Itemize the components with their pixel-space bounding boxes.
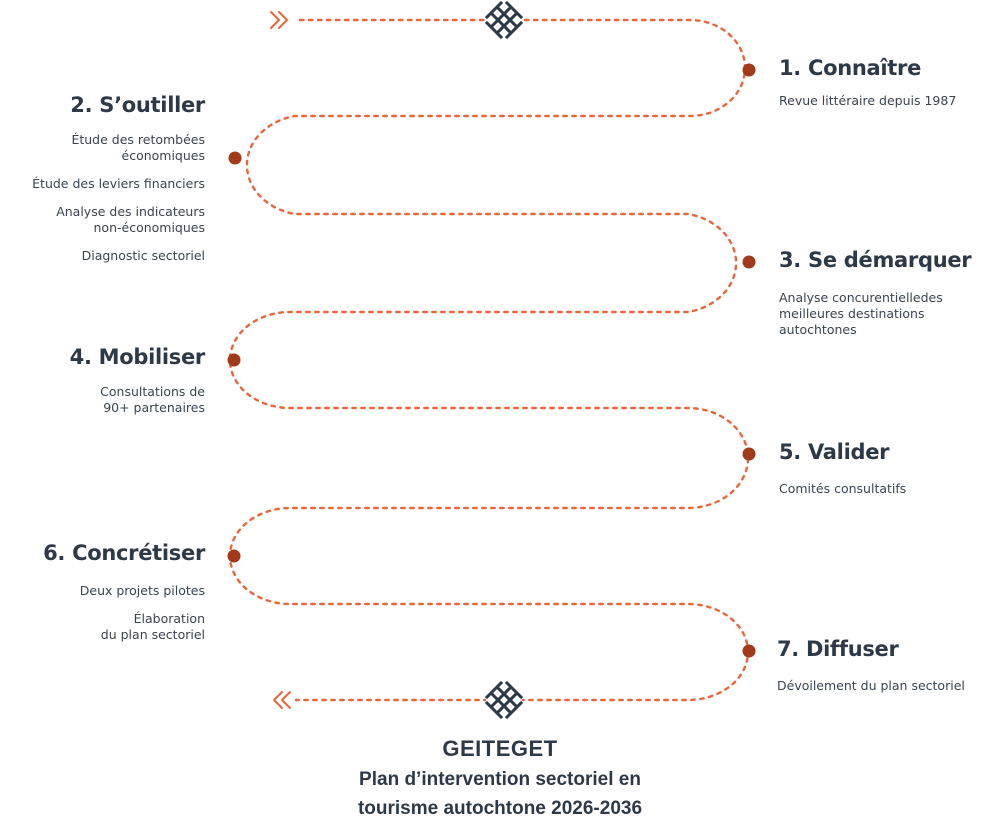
step-4-title: 4. Mobiliser <box>69 345 206 369</box>
subtitle-tail: tourisme autochtone <box>357 798 546 819</box>
double-chevron-right-icon <box>270 11 288 29</box>
lattice-diamond-icon <box>484 0 524 40</box>
step-7-title: 7. Diffuser <box>777 637 899 661</box>
step-2-item: Analyse des indicateurs non-économiques <box>56 204 205 235</box>
step-6-description: Deux projets pilotes Élaboration du plan… <box>80 583 205 655</box>
plan-subtitle: Plan d’intervention sectoriel en tourism… <box>300 765 700 823</box>
step-6-item: Élaboration du plan sectoriel <box>100 611 205 642</box>
step-5-item: Comités consultatifs <box>779 481 907 496</box>
plan-years: 2026-2036 <box>551 798 643 819</box>
step-1-description: Revue littéraire depuis 1987 <box>779 93 956 121</box>
step-2-item: Étude des leviers financiers <box>32 176 205 191</box>
step-6-title: 6. Concrétiser <box>43 541 205 565</box>
step-5-dot <box>742 447 756 461</box>
step-2-item: Étude des retombées économiques <box>71 132 205 163</box>
step-5-title: 5. Valider <box>779 440 890 464</box>
step-2-dot <box>228 151 242 165</box>
step-3-title: 3. Se démarquer <box>779 248 972 272</box>
step-7-description: Dévoilement du plan sectoriel <box>777 678 965 706</box>
dashed-route <box>228 18 750 702</box>
step-2-item: Diagnostic sectoriel <box>81 248 205 263</box>
step-7-item: Dévoilement du plan sectoriel <box>777 678 965 693</box>
step-3-description: Analyse concurentielledes meilleures des… <box>779 290 943 350</box>
step-1-item: Revue littéraire depuis 1987 <box>779 93 957 108</box>
step-1-dot <box>742 63 756 77</box>
step-1-title: 1. Connaître <box>779 56 922 80</box>
step-6-dot <box>227 549 241 563</box>
step-7-dot <box>742 644 756 658</box>
step-4-item: Consultations de 90+ partenaires <box>100 384 205 415</box>
lattice-diamond-icon <box>484 680 524 720</box>
step-6-item: Deux projets pilotes <box>79 583 205 598</box>
step-2-description: Étude des retombées économiques Étude de… <box>32 132 205 276</box>
step-3-dot <box>742 255 756 269</box>
step-4-dot <box>227 353 241 367</box>
step-5-description: Comités consultatifs <box>779 481 906 509</box>
step-3-item: Analyse concurentielledes meilleures des… <box>779 290 943 337</box>
step-4-description: Consultations de 90+ partenaires <box>100 384 205 428</box>
subtitle-lead: Plan d’intervention sectoriel en <box>359 769 641 790</box>
double-chevron-left-icon <box>273 691 291 709</box>
brand-name: GEITEGET <box>442 736 558 761</box>
step-2-title: 2. S’outiller <box>70 93 205 117</box>
